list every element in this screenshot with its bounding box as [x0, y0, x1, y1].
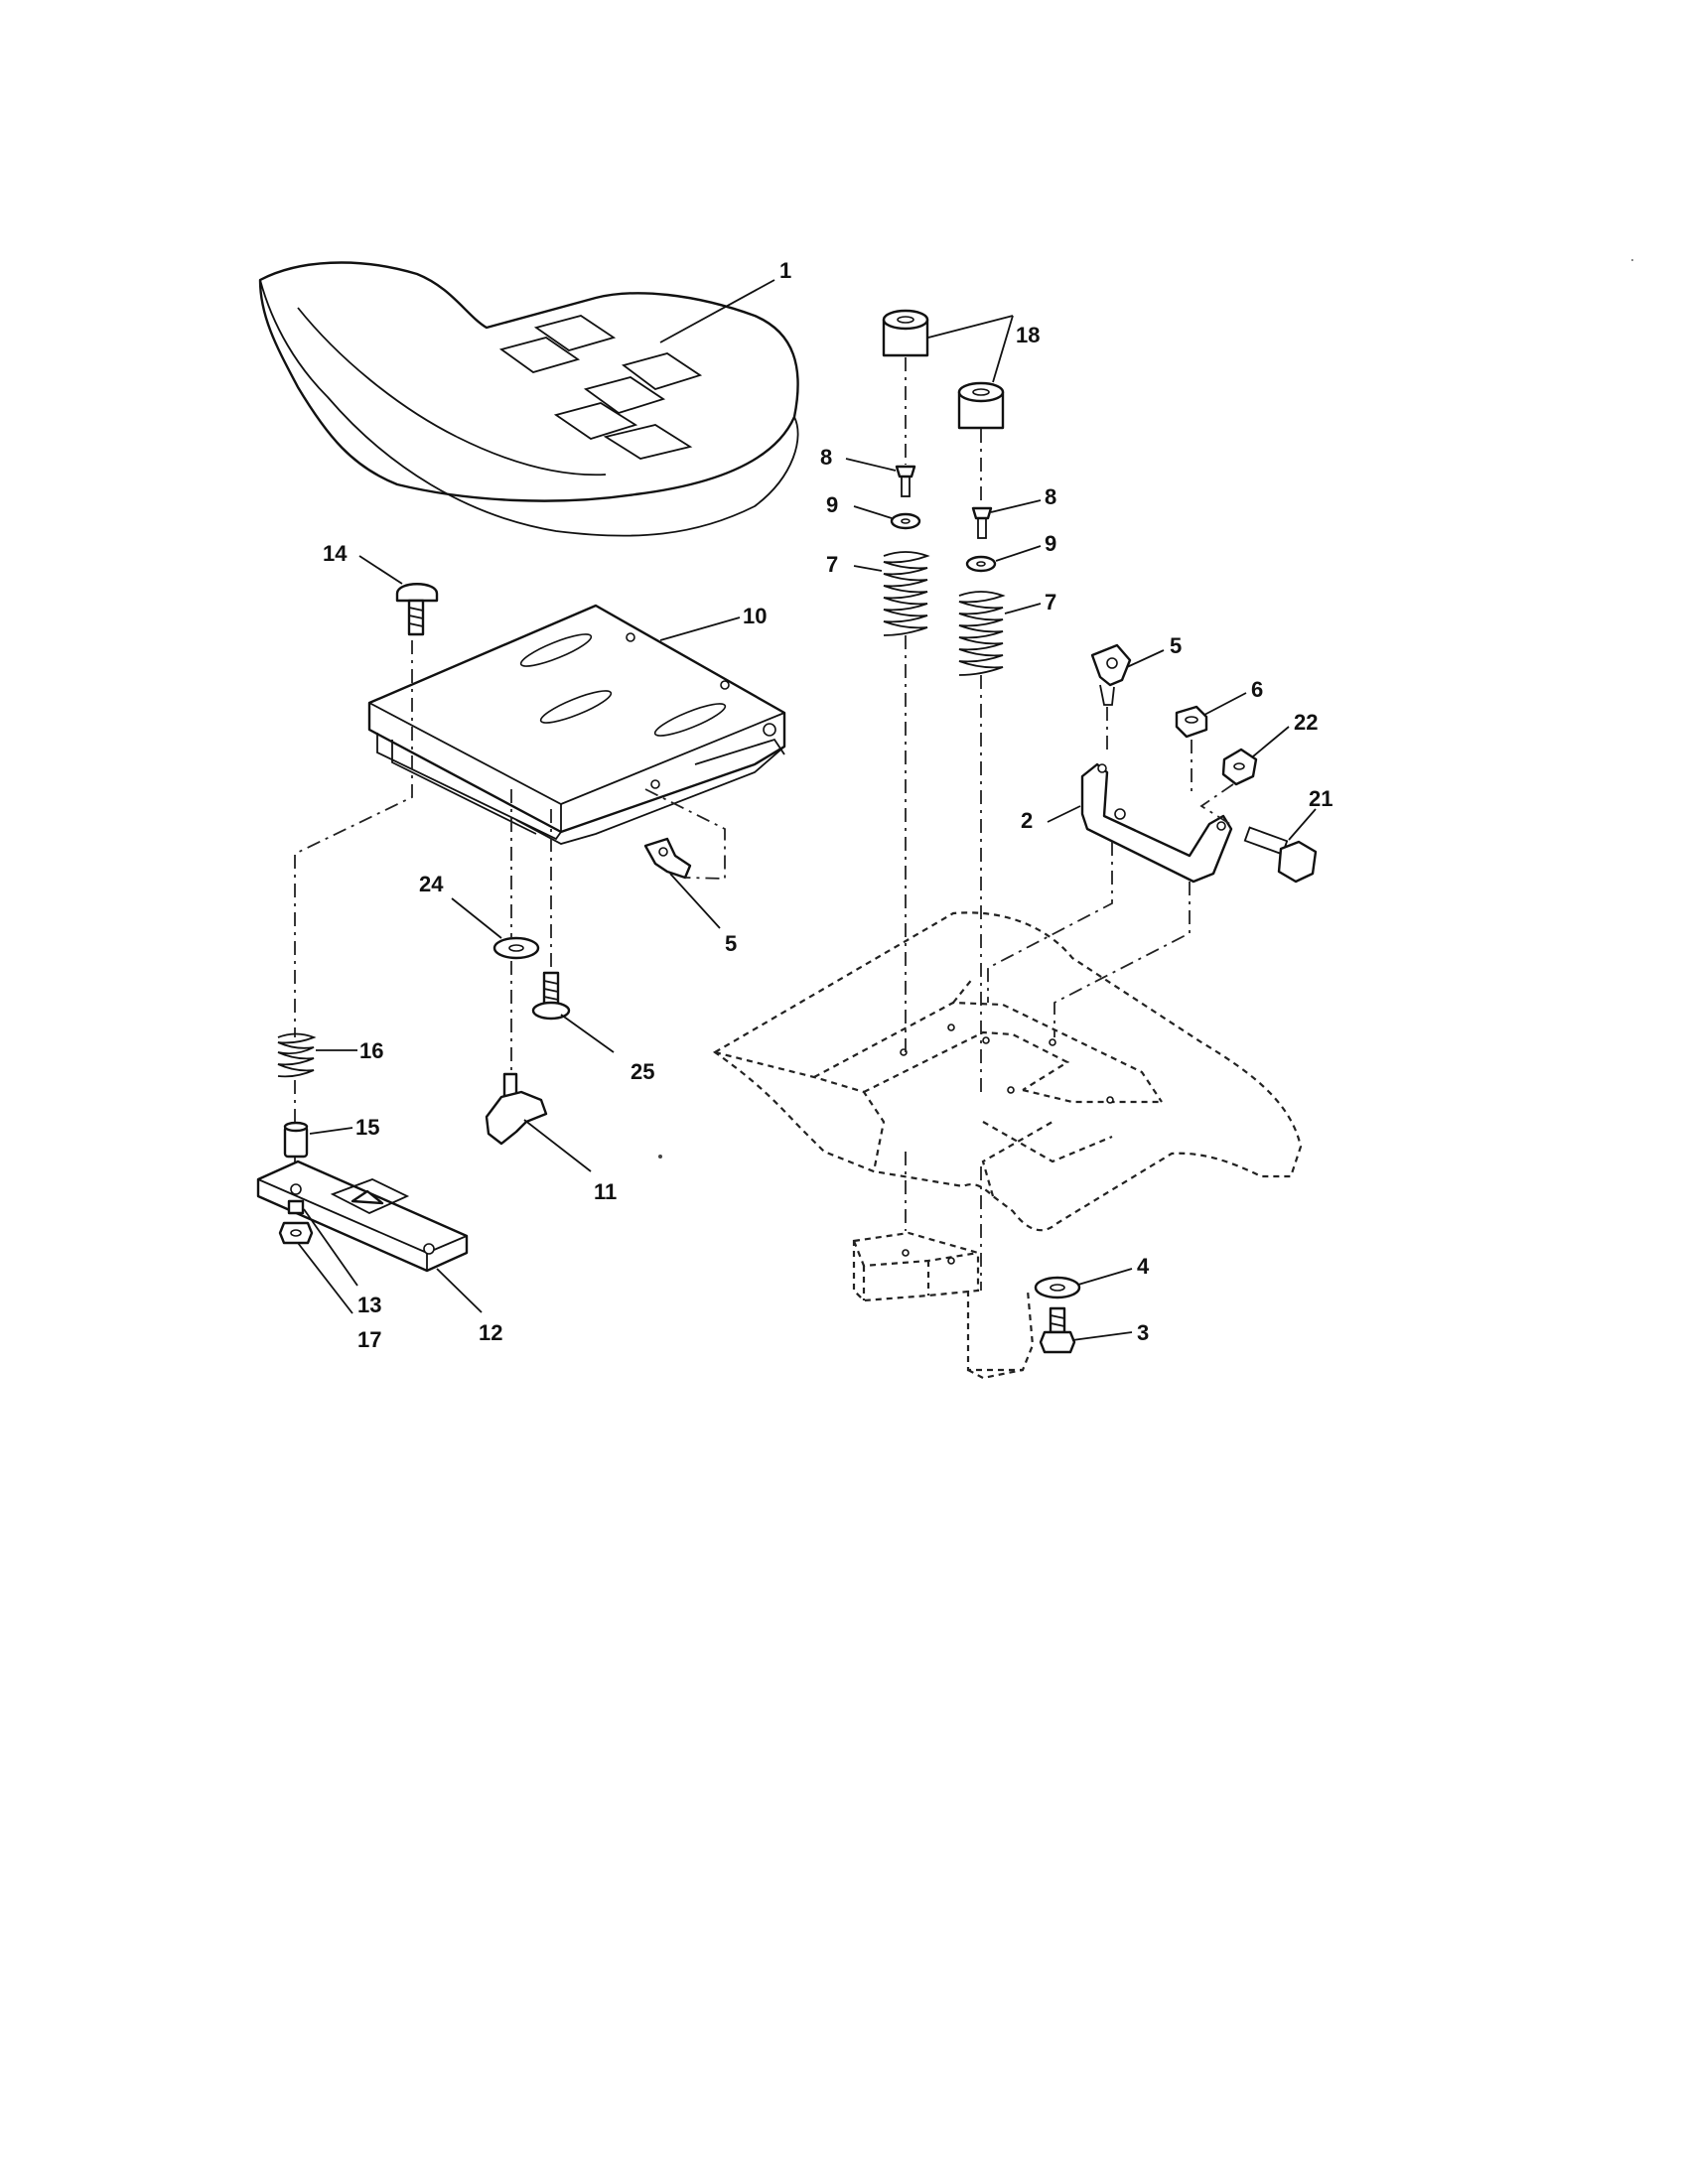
spring-left-part: 7: [826, 551, 930, 636]
callout-11: 11: [594, 1179, 617, 1204]
callout-4: 4: [1137, 1254, 1150, 1279]
callout-3: 3: [1137, 1320, 1149, 1345]
seat-bracket-part: 2: [1021, 762, 1233, 884]
callout-15: 15: [355, 1115, 379, 1140]
lower-support-outline: [852, 1231, 1035, 1380]
locknut-part: 22: [1221, 710, 1318, 786]
screw-left-part: 8: [820, 445, 916, 497]
spring-right-part: 7: [958, 590, 1056, 676]
hex-bolt-bottom-part: 3: [1039, 1306, 1149, 1354]
carriage-bolt-part: 14: [323, 541, 439, 636]
callout-1: 1: [779, 258, 791, 283]
flange-bolt-part: 25: [531, 971, 654, 1084]
washer-right-part: 9: [965, 531, 1056, 573]
callout-12: 12: [479, 1320, 502, 1345]
callout-13: 13: [357, 1293, 381, 1317]
callout-22: 22: [1294, 710, 1318, 735]
seat-pan-part: 10: [367, 604, 786, 845]
nut-part: 6: [1175, 677, 1263, 739]
callout-6: 6: [1251, 677, 1263, 702]
nut-and-locknut-part: 13 17: [278, 1199, 381, 1352]
callout-14: 14: [323, 541, 348, 566]
hex-bolt-part: 21: [1243, 786, 1333, 884]
washer-part: 24: [419, 872, 540, 960]
speck: [1631, 259, 1633, 261]
callout-7-left: 7: [826, 552, 838, 577]
callout-9-left: 9: [826, 492, 838, 517]
callout-16: 16: [359, 1038, 383, 1063]
flat-washer-part: 4: [1034, 1254, 1150, 1299]
seat-part: 1: [258, 258, 799, 537]
callout-5-right: 5: [1170, 633, 1182, 658]
spring-small-part: 16: [277, 1032, 383, 1078]
frame-outline: [712, 911, 1303, 1232]
spacer-part: 15: [283, 1115, 379, 1159]
speck: [658, 1155, 662, 1159]
callout-25: 25: [631, 1059, 654, 1084]
screw-right-part: 8: [971, 484, 1056, 539]
wing-knob-part: 11: [485, 1072, 617, 1204]
callout-21: 21: [1309, 786, 1333, 811]
callout-17: 17: [357, 1327, 381, 1352]
bracket-plate-part: 12: [256, 1160, 502, 1345]
washer-left-part: 9: [826, 492, 921, 530]
callout-7-right: 7: [1045, 590, 1056, 614]
callout-24: 24: [419, 872, 444, 896]
callout-9-right: 9: [1045, 531, 1056, 556]
callout-10: 10: [743, 604, 767, 628]
bushing-part: 18: [882, 309, 1040, 430]
callout-18: 18: [1016, 323, 1040, 347]
callout-8-left: 8: [820, 445, 832, 470]
callout-5-left: 5: [725, 931, 737, 956]
clip-left-part: 5: [643, 788, 737, 956]
callout-8-right: 8: [1045, 484, 1056, 509]
callout-2: 2: [1021, 808, 1033, 833]
clip-right-part: 5: [1090, 633, 1182, 706]
